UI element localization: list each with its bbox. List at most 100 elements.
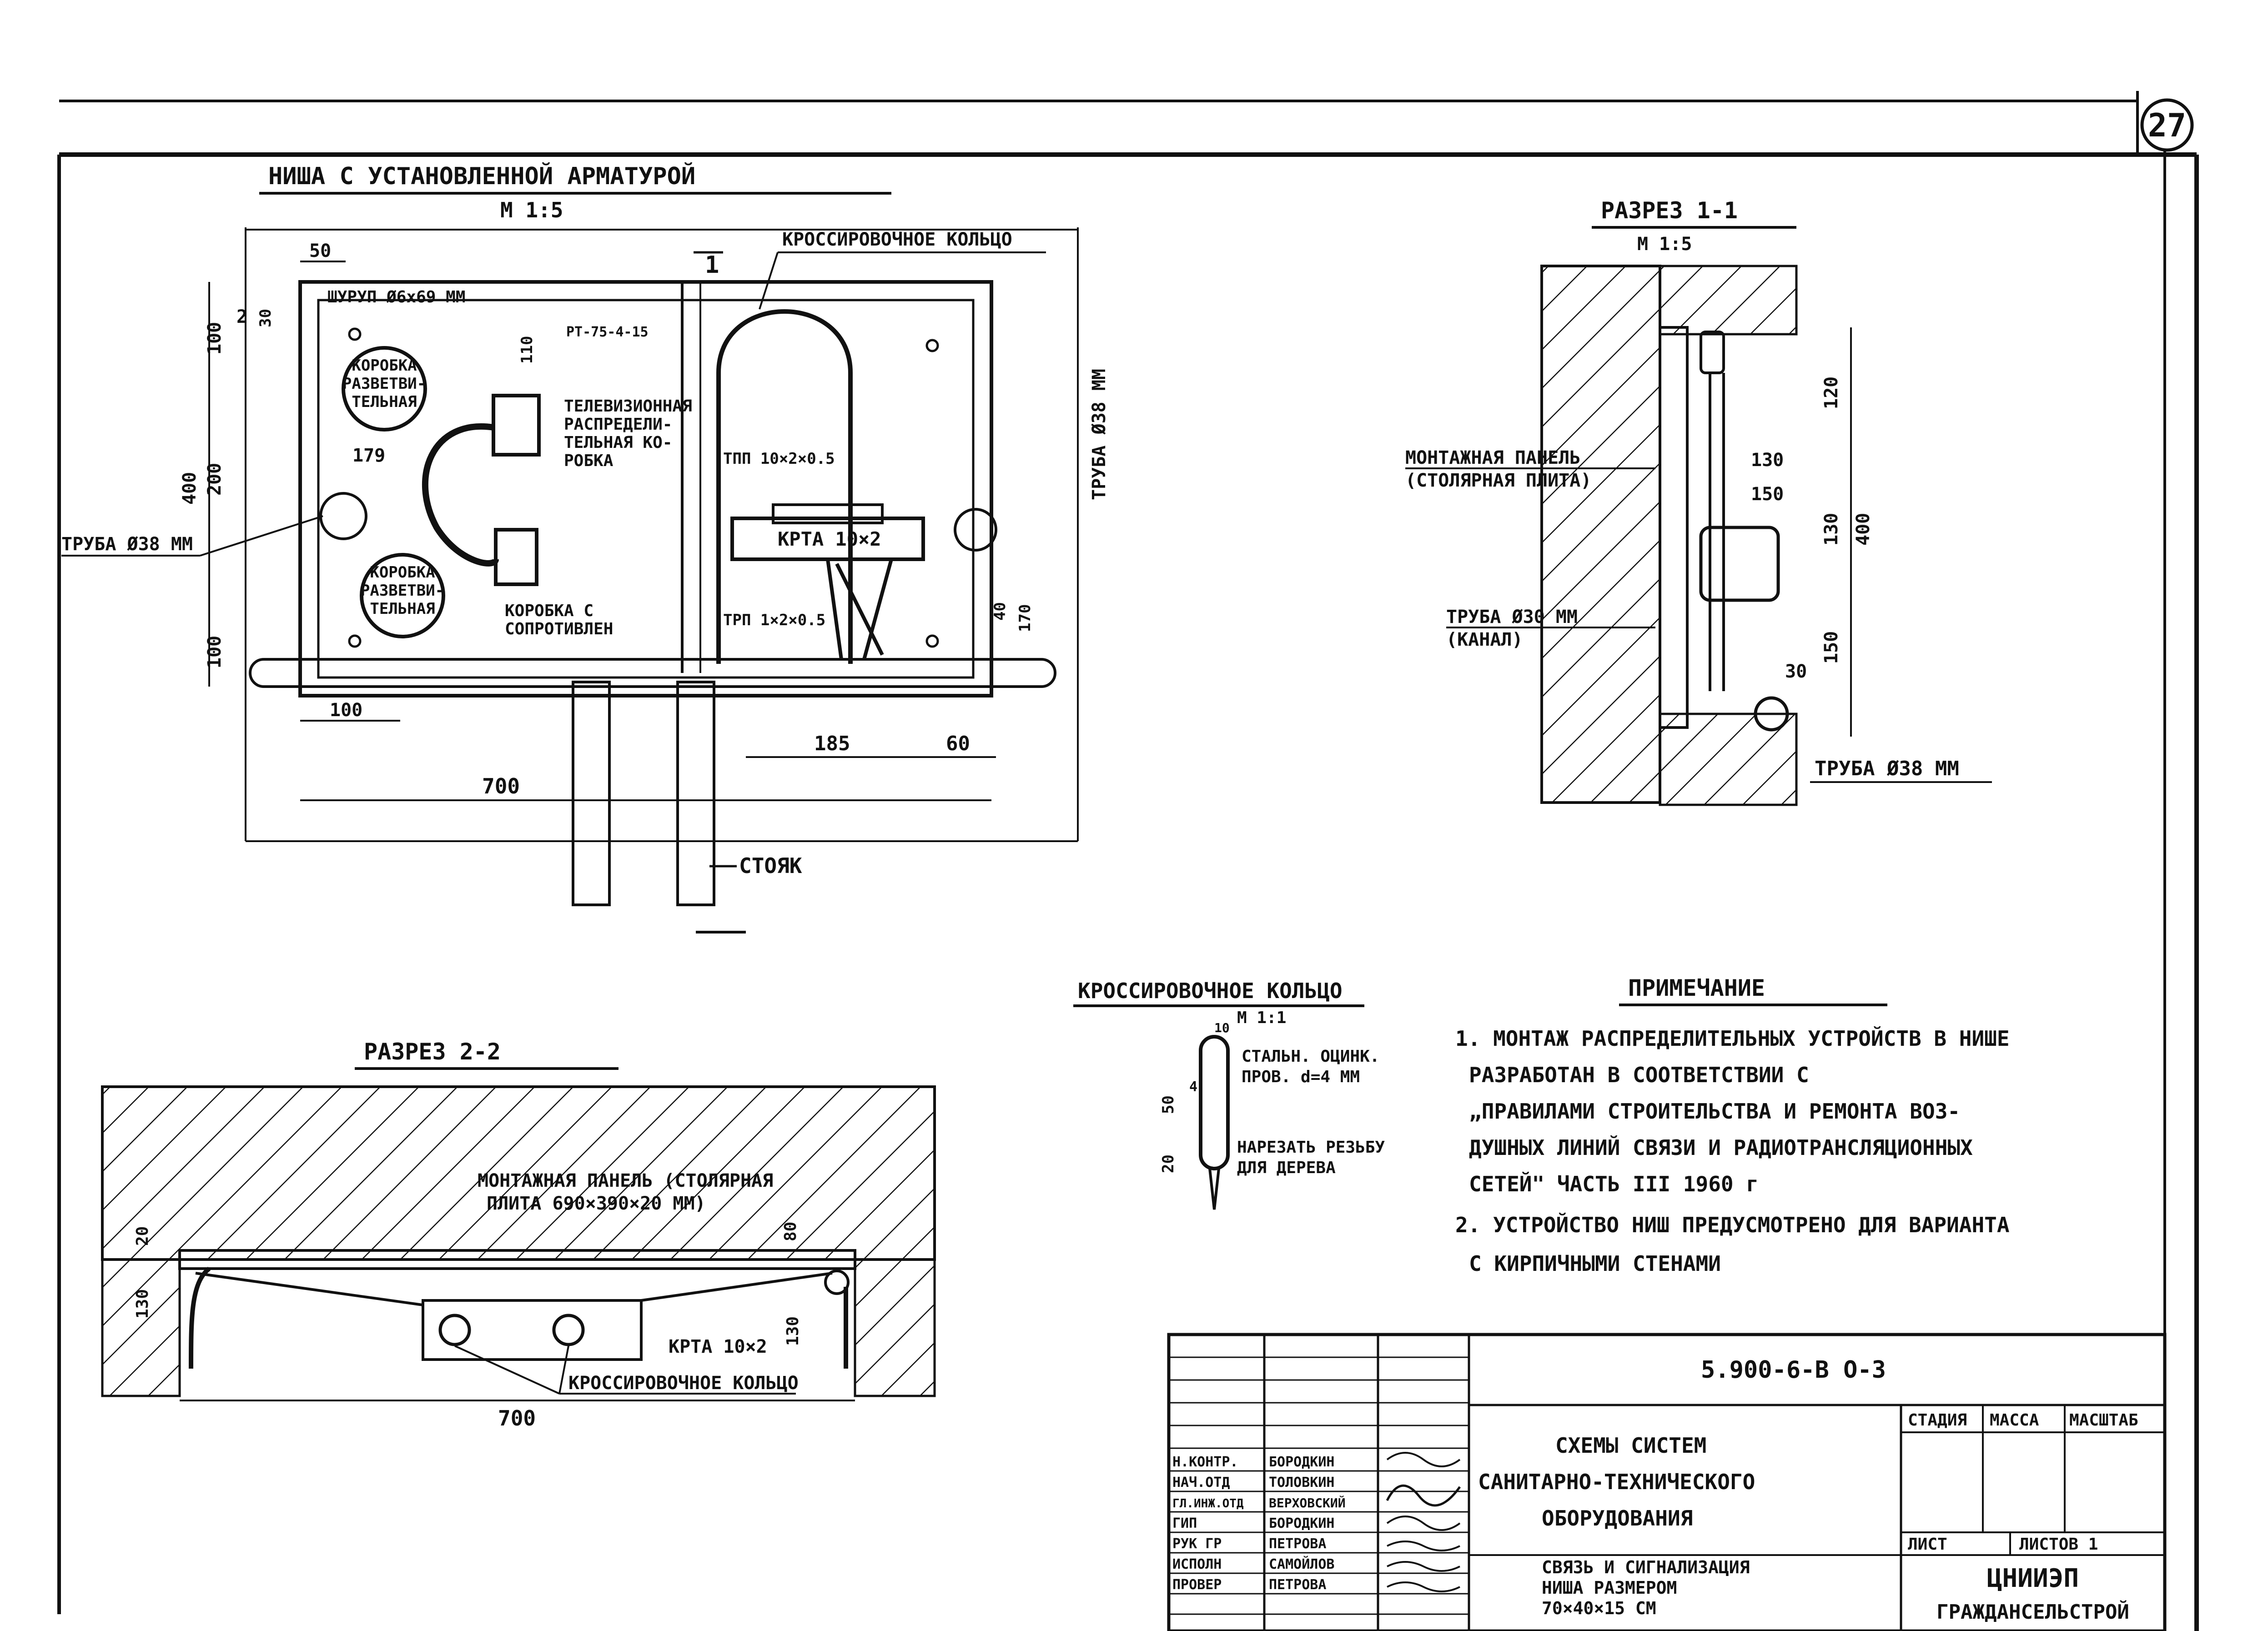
dim-2: 2 (236, 306, 247, 327)
s1-dim-150a: 150 (1751, 484, 1784, 505)
junction-box-bottom-label-2: РАЗВЕТВИ- (361, 582, 444, 600)
sig-name-5: ПЕТРОВА (1269, 1536, 1326, 1552)
sig-name-1: БОРОДКИН (1269, 1454, 1335, 1470)
sig-name-3: ВЕРХОВСКИЙ (1269, 1495, 1346, 1511)
ring-dim-20: 20 (1159, 1154, 1177, 1173)
section-1-title: РАЗРЕЗ 1-1 (1601, 197, 1738, 224)
dim-110: 110 (518, 336, 536, 364)
dim-200: 200 (204, 463, 225, 496)
page-number-badge: 27 (2140, 98, 2194, 152)
section-2-krta-label: КРТА 10×2 (669, 1336, 767, 1357)
sig-role-3: ГЛ.ИНЖ.ОТД (1172, 1497, 1244, 1511)
ring-detail-scale: М 1:1 (1237, 1009, 1286, 1027)
sheets-label: ЛИСТОВ 1 (2019, 1535, 2098, 1554)
note-line-3: „ПРАВИЛАМИ СТРОИТЕЛЬСТВА И РЕМОНТА ВОЗ- (1469, 1099, 1960, 1124)
junction-box-top-label-1: КОРОБКА (352, 356, 417, 375)
dim-100-top: 100 (204, 322, 225, 355)
note-line-5: СЕТЕЙ" ЧАСТЬ III 1960 г (1469, 1172, 1759, 1196)
sig-name-7: ПЕТРОВА (1269, 1577, 1326, 1593)
section-1-dims: 120 130 150 130 400 150 30 (1751, 327, 1874, 737)
dim-60: 60 (946, 732, 970, 755)
junction-box-top-label-3: ТЕЛЬНАЯ (352, 393, 417, 411)
riser-pipe-left (572, 681, 611, 906)
sheet-title-3: 70×40×15 СМ (1542, 1598, 1656, 1618)
main-dims: 50 2 30 100 400 200 100 179 110 100 185 … (179, 241, 1034, 801)
main-view-scale: М 1:5 (500, 198, 563, 222)
resistor-box-label-2: СОПРОТИВЛЕН (505, 620, 613, 638)
sig-role-1: Н.КОНТР. (1172, 1454, 1238, 1470)
dim-700: 700 (482, 774, 520, 798)
section-1-1: РАЗРЕЗ 1-1 М 1:5 МОНТАЖНАЯ ПАНЕЛЬ (СТОЛЯ… (1405, 197, 1992, 806)
main-pipe (249, 658, 1056, 688)
section-1-panel-label-1: МОНТАЖНАЯ ПАНЕЛЬ (1405, 447, 1580, 468)
sig-name-4: БОРОДКИН (1269, 1516, 1335, 1531)
section-2-2: РАЗРЕЗ 2-2 МОНТАЖНАЯ ПАНЕЛЬ (СТОЛЯРНАЯ П… (101, 1039, 936, 1430)
main-view-title: НИША С УСТАНОВЛЕННОЙ АРМАТУРОЙ (268, 162, 695, 190)
dim-400: 400 (179, 472, 200, 505)
section-1-scale: М 1:5 (1637, 234, 1692, 255)
section-2-title: РАЗРЕЗ 2-2 (364, 1039, 501, 1065)
dim-50: 50 (309, 241, 331, 261)
s2-dim-80: 80 (781, 1222, 800, 1241)
junction-box-top-label-2: РАЗВЕТВИ- (342, 375, 426, 393)
note-line-6: 2. УСТРОЙСТВО НИШ ПРЕДУСМОТРЕНО ДЛЯ ВАРИ… (1455, 1213, 2010, 1237)
section-2-panel-label-2: ПЛИТА 690×390×20 ММ) (487, 1193, 706, 1214)
ring-detail-title: КРОССИРОВОЧНОЕ КОЛЬЦО (1078, 979, 1343, 1003)
sig-name-2: ТОЛОВКИН (1269, 1475, 1335, 1490)
sheet-frame (57, 91, 2199, 1631)
riser-label: СТОЯК (739, 853, 802, 878)
note-line-1: 1. МОНТАЖ РАСПРЕДЕЛИТЕЛЬНЫХ УСТРОЙСТВ В … (1455, 1026, 2010, 1051)
tv-box-label-4: РОБКА (564, 452, 614, 470)
sig-name-6: САМОЙЛОВ (1269, 1556, 1335, 1572)
main-view: НИША С УСТАНОВЛЕННОЙ АРМАТУРОЙ М 1:5 СТО… (61, 162, 1110, 933)
ring-wire-1: СТАЛЬН. ОЦИНК. (1242, 1047, 1379, 1066)
sig-role-5: РУК ГР (1172, 1536, 1222, 1552)
cable-arc (422, 423, 499, 567)
sheet-title-1: СВЯЗЬ И СИГНАЛИЗАЦИЯ (1542, 1557, 1750, 1577)
title-block: 5.900-6-В О-3 СХЕМЫ СИСТЕМ САНИТАРНО-ТЕХ… (1167, 1333, 2167, 1631)
screw-label: ШУРУП Ø6х69 ММ (327, 288, 465, 306)
dim-170: 170 (1016, 604, 1034, 632)
resistor-box (494, 528, 538, 586)
junction-box-bottom-label-3: ТЕЛЬНАЯ (370, 600, 435, 618)
s1-dim-30: 30 (1785, 661, 1807, 682)
sig-role-4: ГИП (1172, 1516, 1197, 1531)
page-number: 27 (2148, 107, 2186, 144)
tv-distribution-box (492, 394, 541, 457)
ring-detail: КРОССИРОВОЧНОЕ КОЛЬЦО М 1:1 СТАЛЬН. ОЦИН… (1073, 979, 1385, 1210)
junction-box-top (342, 346, 427, 432)
doc-title-3: ОБОРУДОВАНИЯ (1542, 1506, 1693, 1531)
krta-label: КРТА 10×2 (778, 528, 881, 550)
section-1-panel (1659, 326, 1689, 729)
niche-outline (298, 280, 993, 698)
notes-title: ПРИМЕЧАНИЕ (1628, 975, 1765, 1001)
riser-pipe-right (676, 681, 715, 906)
dim-100-horizontal: 100 (330, 700, 362, 721)
dim-30: 30 (256, 309, 275, 327)
tv-box-label-2: РАСПРЕДЕЛИ- (564, 415, 672, 434)
section-2-panel (178, 1249, 856, 1270)
ring-wire-2: ПРОВ. d=4 ММ (1242, 1068, 1360, 1086)
ring-dim-10: 10 (1214, 1020, 1230, 1035)
ring-thread-2: ДЛЯ ДЕРЕВА (1237, 1159, 1336, 1177)
section-2-panel-label-1: МОНТАЖНАЯ ПАНЕЛЬ (СТОЛЯРНАЯ (478, 1170, 773, 1191)
tv-box-label-1: ТЕЛЕВИЗИОННАЯ (564, 397, 692, 416)
ring-dim-50: 50 (1159, 1095, 1177, 1114)
junction-box-bottom-label-1: КОРОБКА (370, 563, 435, 582)
junction-box-bottom (360, 553, 445, 638)
note-line-4: ДУШНЫХ ЛИНИЙ СВЯЗИ И РАДИОТРАНСЛЯЦИОННЫХ (1469, 1135, 1973, 1160)
section-1-krta (1699, 526, 1780, 602)
note-line-7: С КИРПИЧНЫМИ СТЕНАМИ (1469, 1251, 1721, 1276)
scale-header: МАСШТАБ (2069, 1411, 2138, 1430)
pipe-left-label: ТРУБА Ø38 ММ (61, 534, 193, 555)
doc-code: 5.900-6-В О-3 (1701, 1356, 1886, 1384)
s2-dim-130-right: 130 (784, 1316, 802, 1346)
ring-thread-1: НАРЕЗАТЬ РЕЗЬБУ (1237, 1138, 1385, 1157)
section-2-wall-top (101, 1085, 936, 1261)
signature-table: Н.КОНТР. БОРОДКИН НАЧ.ОТД ТОЛОВКИН ГЛ.ИН… (1172, 1452, 1461, 1593)
section-1-pipe-bottom: ТРУБА Ø38 ММ (1815, 757, 1959, 780)
section-1-pipe-canal-2: (КАНАЛ) (1446, 629, 1523, 650)
section-mark-top: 1 (705, 251, 719, 279)
resistor-box-label-1: КОРОБКА С (505, 602, 593, 620)
ring-shape (1199, 1035, 1230, 1170)
